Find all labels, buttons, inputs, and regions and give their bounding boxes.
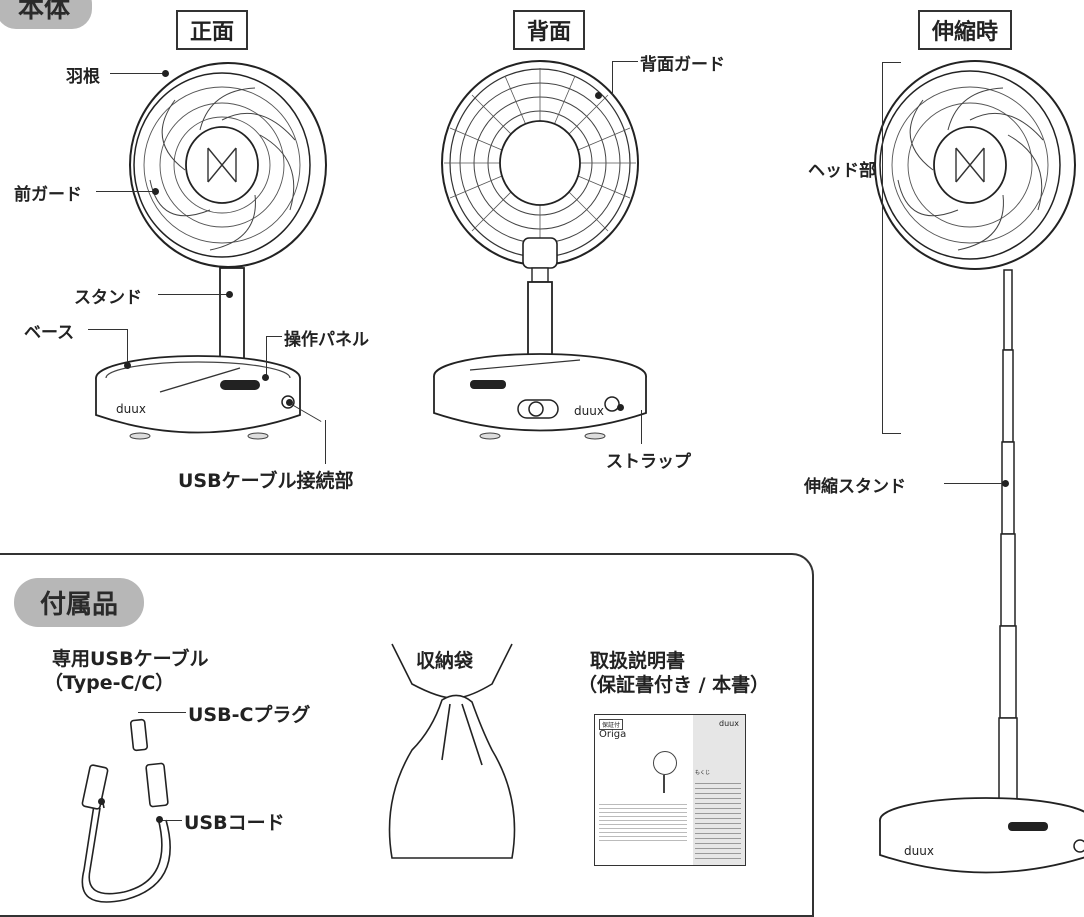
manual-text-block	[599, 801, 687, 841]
callout-telescopic-stand	[944, 483, 1004, 484]
callout-base-v	[127, 329, 128, 365]
back-fan-illustration	[433, 60, 647, 440]
manual-cover: 保証付 duux Origa もくじ	[594, 714, 746, 866]
label-usb-port: USBケーブル接続部	[178, 470, 354, 492]
cable-title-line2: （Type-C/C）	[44, 672, 175, 694]
callout-dot-control-panel	[262, 374, 269, 381]
front-fan-illustration	[95, 62, 327, 440]
callout-rear-guard-v	[612, 61, 613, 95]
callout-blades	[110, 73, 165, 74]
view-title-extended: 伸縮時	[918, 10, 1013, 50]
label-usb-c-plug: USB-Cプラグ	[188, 704, 311, 726]
label-usb-cord: USBコード	[184, 812, 285, 834]
view-title-back: 背面	[513, 10, 586, 50]
callout-dot-stand	[226, 291, 233, 298]
callout-dot-telescopic-stand	[1002, 480, 1009, 487]
manual-title-line1: 取扱説明書	[590, 650, 686, 672]
cable-title-line1: 専用USBケーブル	[52, 648, 209, 670]
brand-front: duux	[116, 402, 146, 416]
label-front-guard: 前ガード	[14, 185, 82, 205]
manual-fan-icon	[653, 751, 677, 775]
callout-usb-cord	[160, 820, 182, 821]
section-tab-accessories: 付属品	[14, 578, 145, 627]
callout-dot-usb-port	[286, 399, 293, 406]
callout-front-guard	[96, 191, 154, 192]
callout-dot-front-guard	[152, 188, 159, 195]
label-stand: スタンド	[74, 288, 142, 308]
view-title-front: 正面	[176, 10, 249, 50]
callout-dot-usb-cord	[156, 816, 163, 823]
callout-stand	[158, 294, 228, 295]
callout-dot-strap	[617, 404, 624, 411]
callout-usb-port-v	[325, 420, 326, 464]
label-blades: 羽根	[66, 67, 100, 87]
callout-dot-base	[124, 362, 131, 369]
label-base: ベース	[24, 323, 75, 343]
manual-badge: 保証付	[599, 719, 624, 730]
label-rear-guard: 背面ガード	[640, 55, 725, 75]
manual-product: Origa	[599, 729, 627, 740]
callout-usb-c-plug	[138, 712, 186, 713]
brand-back: duux	[574, 404, 604, 418]
callout-dot-usb-c-plug	[98, 798, 105, 805]
extended-fan-illustration	[874, 60, 1084, 874]
label-bag: 収納袋	[416, 650, 474, 672]
brand-extended: duux	[904, 844, 934, 858]
storage-bag-illustration	[388, 643, 516, 859]
callout-dot-rear-guard	[595, 92, 602, 99]
head-bracket	[882, 62, 901, 434]
manual-fan-stand	[663, 775, 665, 793]
label-strap: ストラップ	[606, 452, 691, 472]
manual-toc-block	[695, 779, 741, 859]
manual-title-line2: （保証書付き / 本書）	[578, 674, 770, 696]
label-telescopic-stand: 伸縮スタンド	[804, 477, 906, 497]
section-tab-main-unit: 本体	[0, 0, 93, 29]
manual-brand: duux	[719, 719, 739, 728]
label-control-panel: 操作パネル	[284, 330, 369, 350]
manual-contents: もくじ	[695, 770, 711, 776]
callout-base	[88, 329, 128, 330]
callout-strap-v	[641, 410, 642, 444]
callout-dot-blades	[162, 70, 169, 77]
callout-control-panel	[266, 336, 282, 337]
usb-cable-illustration	[81, 718, 171, 903]
label-head: ヘッド部	[808, 161, 876, 181]
callout-control-panel-v	[266, 336, 267, 376]
callout-rear-guard	[612, 61, 638, 62]
